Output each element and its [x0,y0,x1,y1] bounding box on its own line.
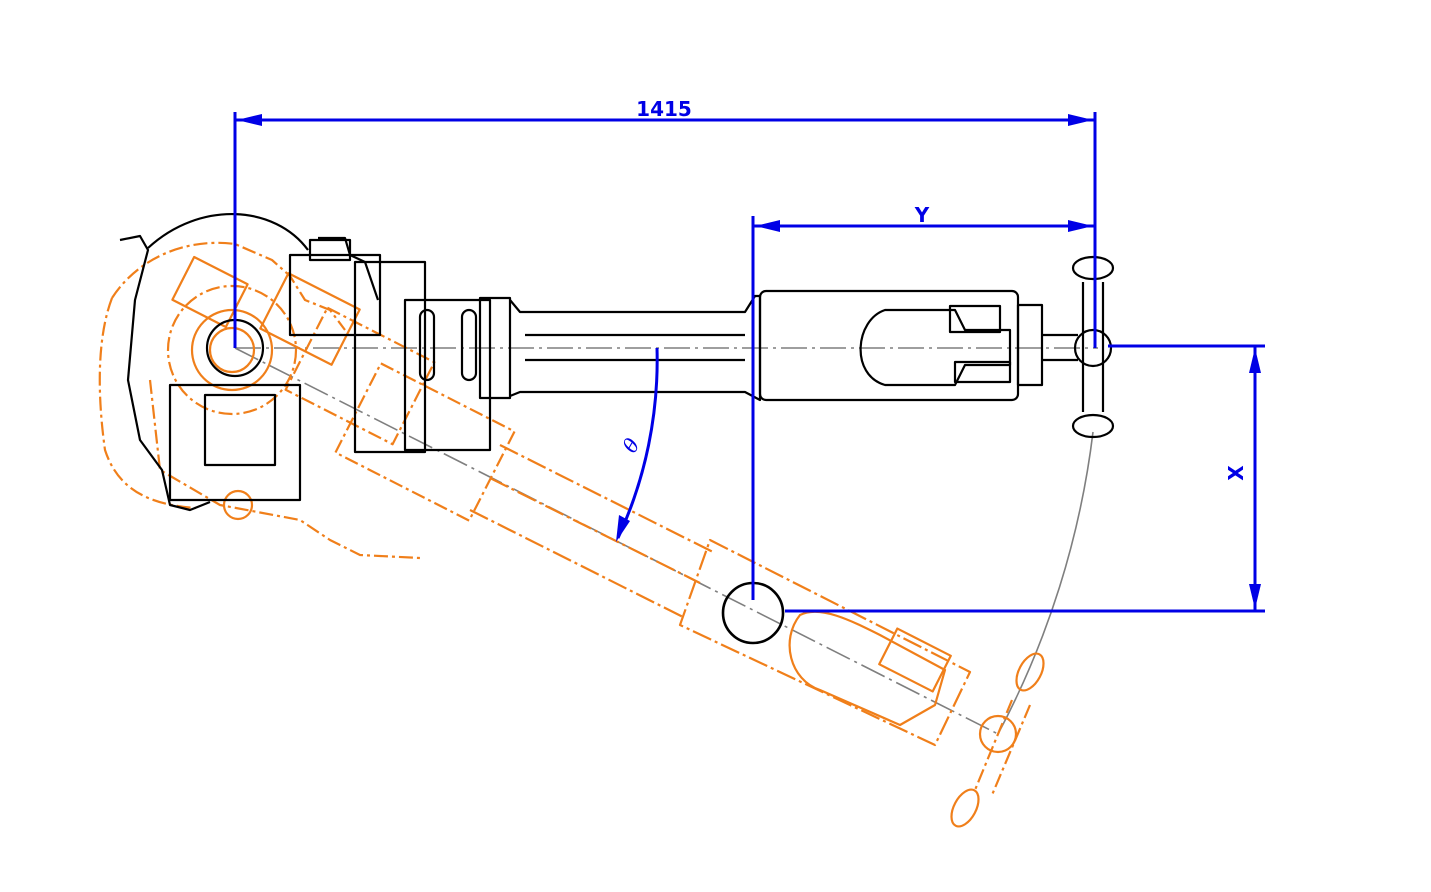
reach-label: 1415 [636,97,692,121]
home-motor-housing [288,253,382,337]
home-wrist-block-2 [953,360,1012,384]
x-arrow-top [1249,348,1261,373]
home-shoulder-block [353,260,427,454]
home-base-right [318,236,380,301]
x-arrow-bottom [1249,584,1261,609]
rotated-centerline [234,347,999,735]
y-label: Y [914,203,930,227]
arrowheads [237,114,1261,609]
reach-arrow-left [237,114,262,126]
home-tool-top [1071,255,1115,281]
home-shoulder-flange [403,298,492,452]
rotated-forearm-window [788,610,947,727]
rotated-lower-body [148,379,421,560]
home-tool-shaft [1081,282,1105,412]
y-arrow-left [755,220,780,232]
home-shoulder-plate [478,296,512,400]
theta-arrow [616,515,630,542]
dimensions [233,112,1265,613]
home-base-body [119,234,211,512]
home-base-dome [147,213,309,251]
rotated-base-outline [111,241,346,331]
theta-label: θ [618,434,645,456]
rotated-arm [98,241,1045,828]
home-wrist-block [948,304,1002,334]
home-arm [119,213,1115,645]
rotated-housing [284,306,436,446]
rotated-boom-bottom [469,509,686,619]
rotated-small-hub [222,489,254,521]
rotated-tool-bottom [950,788,980,828]
rotated-wrist-joint [978,714,1018,754]
y-arrow-right [1068,220,1093,232]
home-motor-cap [308,238,352,262]
home-forearm-box [758,289,1020,402]
home-tool-bottom [1071,413,1115,439]
home-slot-2 [460,308,478,382]
rotated-base-left [98,297,197,510]
home-wrist-flange [1016,303,1044,387]
rotated-base-ring-inner [190,308,274,392]
rotated-gearbox [334,362,516,522]
rotated-motor-top [171,255,249,329]
rotated-tool-top [1015,652,1045,692]
home-slot-1 [418,308,436,382]
rotated-wrist-block [878,627,952,693]
rotated-base-ring-outer [166,284,298,416]
x-label: X [1224,465,1248,481]
centerlines [234,347,1098,735]
rotated-forearm-box [678,538,972,747]
home-base-plate [168,383,302,502]
rotated-boom-groove [489,477,701,584]
home-forearm-window [859,308,1012,387]
theta-arc [616,347,659,539]
rotated-base-hub [208,326,256,374]
home-base-block [203,393,277,467]
rotated-motor-block [259,272,361,366]
home-tool-joint [1073,328,1113,368]
rotated-tool-shaft [973,699,1032,796]
tool-arc [997,431,1094,735]
reach-arrow-right [1068,114,1093,126]
rotated-boom-top [499,444,716,554]
home-boom-groove [525,333,745,362]
